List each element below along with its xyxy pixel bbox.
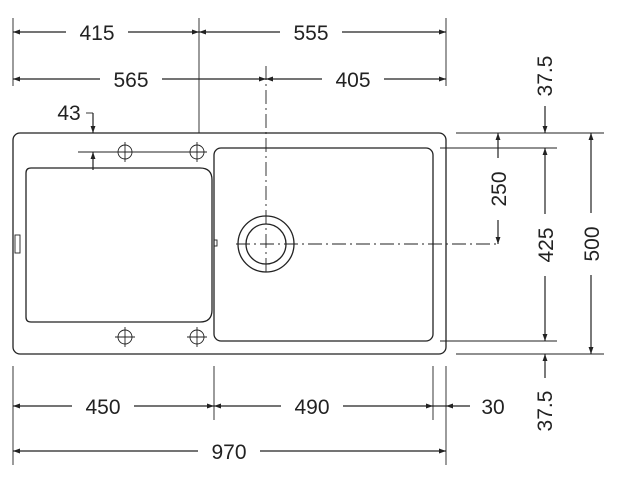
center-lines: [236, 66, 498, 274]
dim-555: 555: [199, 19, 446, 46]
dim-37-5-top: 37.5: [534, 56, 557, 133]
sink-outline: [12, 132, 447, 355]
dim-250: 250: [484, 133, 512, 244]
dim-500-label: 500: [581, 226, 604, 261]
dim-970: 970: [13, 438, 446, 465]
dim-425: 425: [531, 148, 559, 341]
dim-405: 405: [266, 66, 446, 93]
dim-565: 565: [13, 66, 266, 93]
bowl-overflow-mark: [213, 239, 218, 247]
dim-405-label: 405: [335, 69, 370, 92]
dim-450-label: 450: [85, 396, 120, 419]
tap-hole-icon: [187, 142, 207, 162]
dim-490-label: 490: [294, 396, 329, 419]
dim-450: 450: [13, 393, 214, 420]
dim-43: 43: [57, 102, 96, 170]
dim-30: 30: [433, 396, 505, 419]
dim-555-label: 555: [293, 22, 328, 45]
dim-43-label: 43: [57, 102, 80, 125]
dim-30-label: 30: [481, 396, 504, 419]
bowl-outline: [213, 147, 434, 342]
tap-hole-icon: [115, 142, 135, 162]
dim-250-label: 250: [488, 171, 511, 206]
tap-hole-icon: [115, 327, 135, 347]
dim-970-label: 970: [211, 441, 246, 464]
dim-425-label: 425: [535, 227, 558, 262]
dim-37-5-top-label: 37.5: [534, 56, 557, 97]
dim-500: 500: [577, 133, 605, 354]
tap-hole-icon: [187, 327, 207, 347]
sink-top-outline: [12, 132, 447, 355]
overflow-slot: [14, 234, 21, 254]
drainer-area: [25, 167, 213, 323]
dim-490: 490: [214, 393, 433, 420]
dim-415-label: 415: [79, 22, 114, 45]
tap-holes: [115, 142, 207, 347]
dim-37-5-bottom: 37.5: [534, 354, 557, 431]
dim-565-label: 565: [113, 69, 148, 92]
dim-415: 415: [13, 19, 199, 46]
dim-37-5-bottom-label: 37.5: [534, 391, 557, 432]
